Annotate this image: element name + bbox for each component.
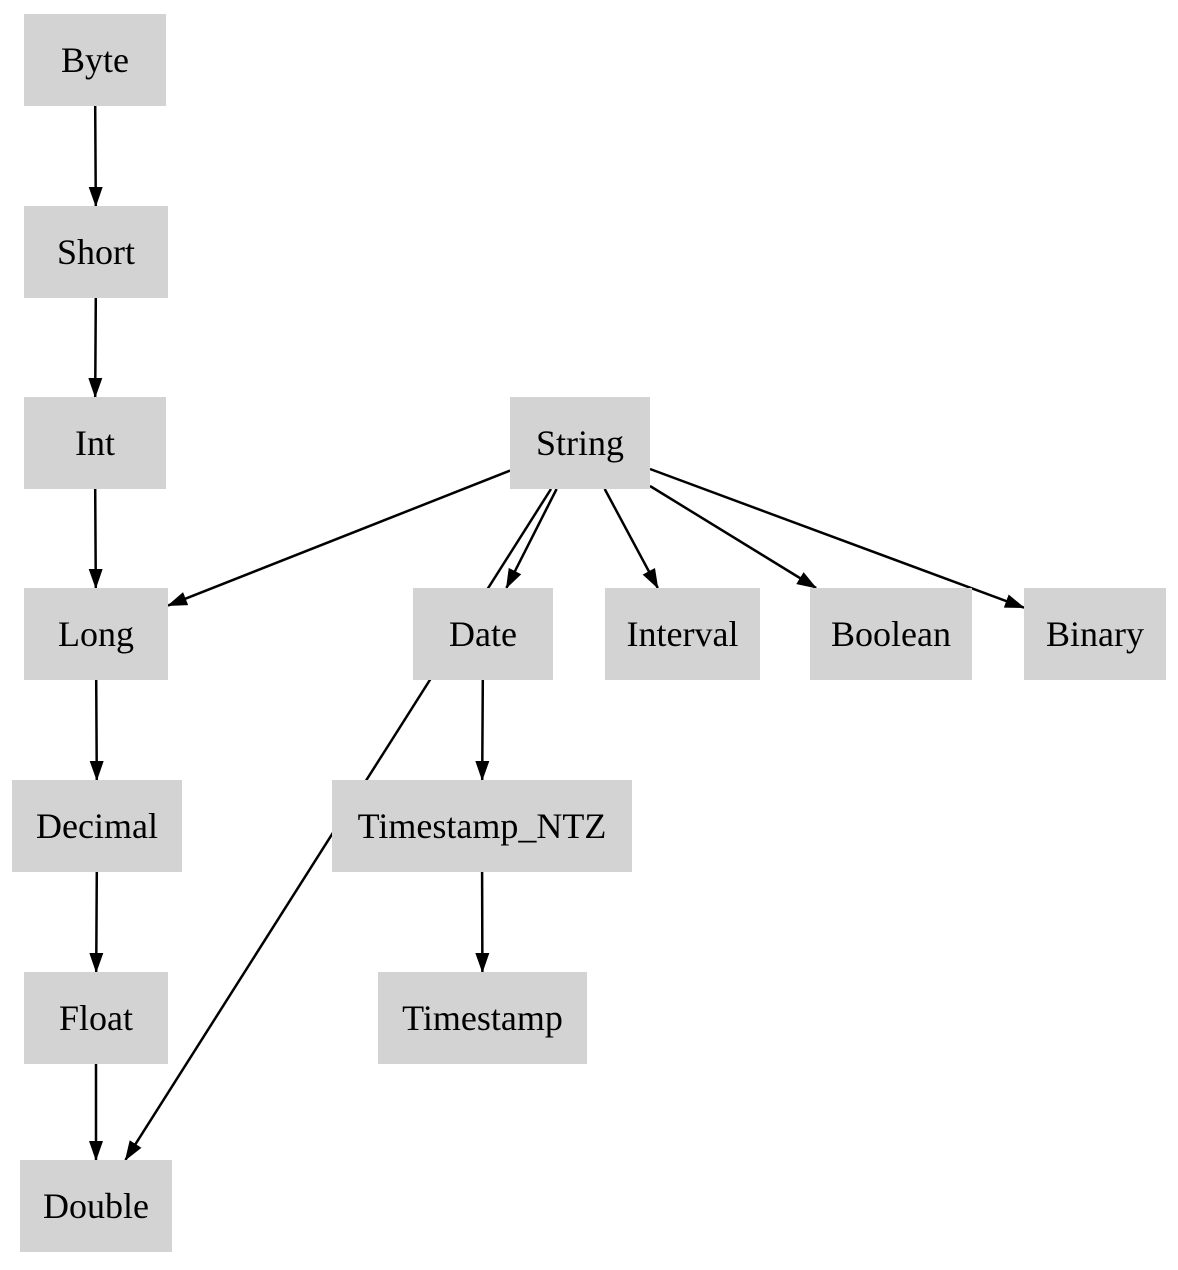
node-float: Float	[24, 972, 168, 1064]
edge-string-to-long	[167, 469, 511, 607]
edge-string-to-binary	[649, 467, 1025, 609]
node-decimal: Decimal	[12, 780, 182, 872]
edge-string-to-date	[505, 488, 558, 589]
node-timestamp-ntz: Timestamp_NTZ	[332, 780, 632, 872]
node-binary: Binary	[1024, 588, 1166, 680]
node-boolean: Boolean	[810, 588, 972, 680]
edge-decimal-to-float	[89, 871, 104, 973]
node-date: Date	[413, 588, 553, 680]
edge-date-to-timestamp_ntz	[475, 679, 490, 781]
node-long: Long	[24, 588, 168, 680]
node-interval: Interval	[605, 588, 760, 680]
edge-byte-to-short	[88, 105, 103, 207]
node-int: Int	[24, 397, 166, 489]
edge-long-to-decimal	[89, 679, 104, 781]
edge-int-to-long	[88, 488, 103, 589]
edge-short-to-int	[88, 297, 103, 398]
node-timestamp: Timestamp	[378, 972, 587, 1064]
node-byte: Byte	[24, 14, 166, 106]
node-short: Short	[24, 206, 168, 298]
node-string: String	[510, 397, 650, 489]
edge-string-to-interval	[603, 488, 659, 589]
edge-string-to-boolean	[649, 484, 817, 590]
node-double: Double	[20, 1160, 172, 1252]
